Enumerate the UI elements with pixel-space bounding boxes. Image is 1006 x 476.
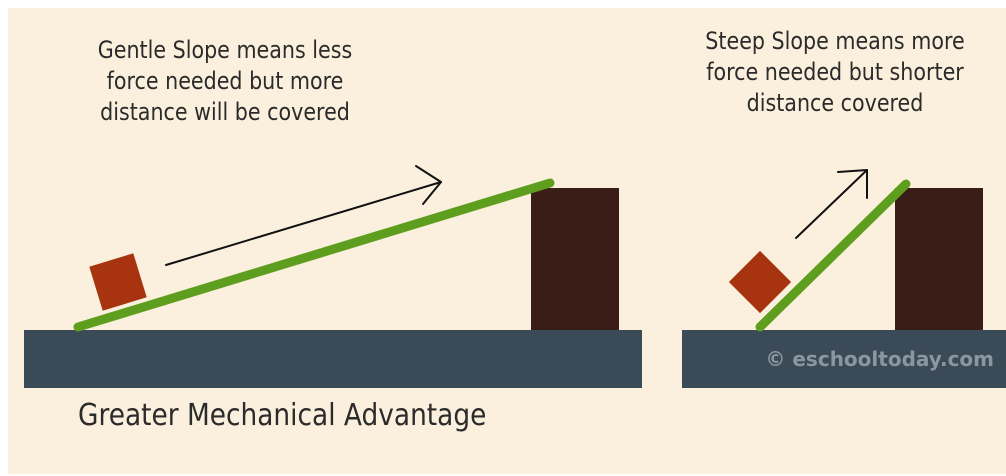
right-ground: [682, 330, 1006, 388]
mechanical-advantage-label: Greater Mechanical Advantage: [78, 398, 487, 433]
caption-line: force needed but shorter: [706, 58, 964, 86]
left-ground: [24, 330, 642, 388]
right-box: [728, 250, 792, 314]
caption-line: force needed but more: [106, 67, 344, 95]
gentle-ramp: [73, 178, 555, 332]
watermark: © eschooltoday.com: [765, 347, 994, 371]
left-pillar: [531, 188, 619, 330]
gentle-slope-caption: Gentle Slope means less force needed but…: [57, 35, 392, 128]
caption-line: distance will be covered: [100, 98, 350, 126]
steep-ramp: [755, 179, 911, 332]
left-box: [89, 253, 147, 311]
steep-slope-arrow: [795, 169, 868, 239]
caption-line: distance covered: [746, 89, 924, 117]
right-pillar: [895, 188, 983, 330]
gentle-slope-arrow: [165, 165, 442, 266]
caption-line: Gentle Slope means less: [97, 36, 353, 64]
caption-line: Steep Slope means more: [705, 27, 965, 55]
diagram-background: [8, 8, 1006, 474]
steep-slope-caption: Steep Slope means more force needed but …: [680, 26, 990, 119]
